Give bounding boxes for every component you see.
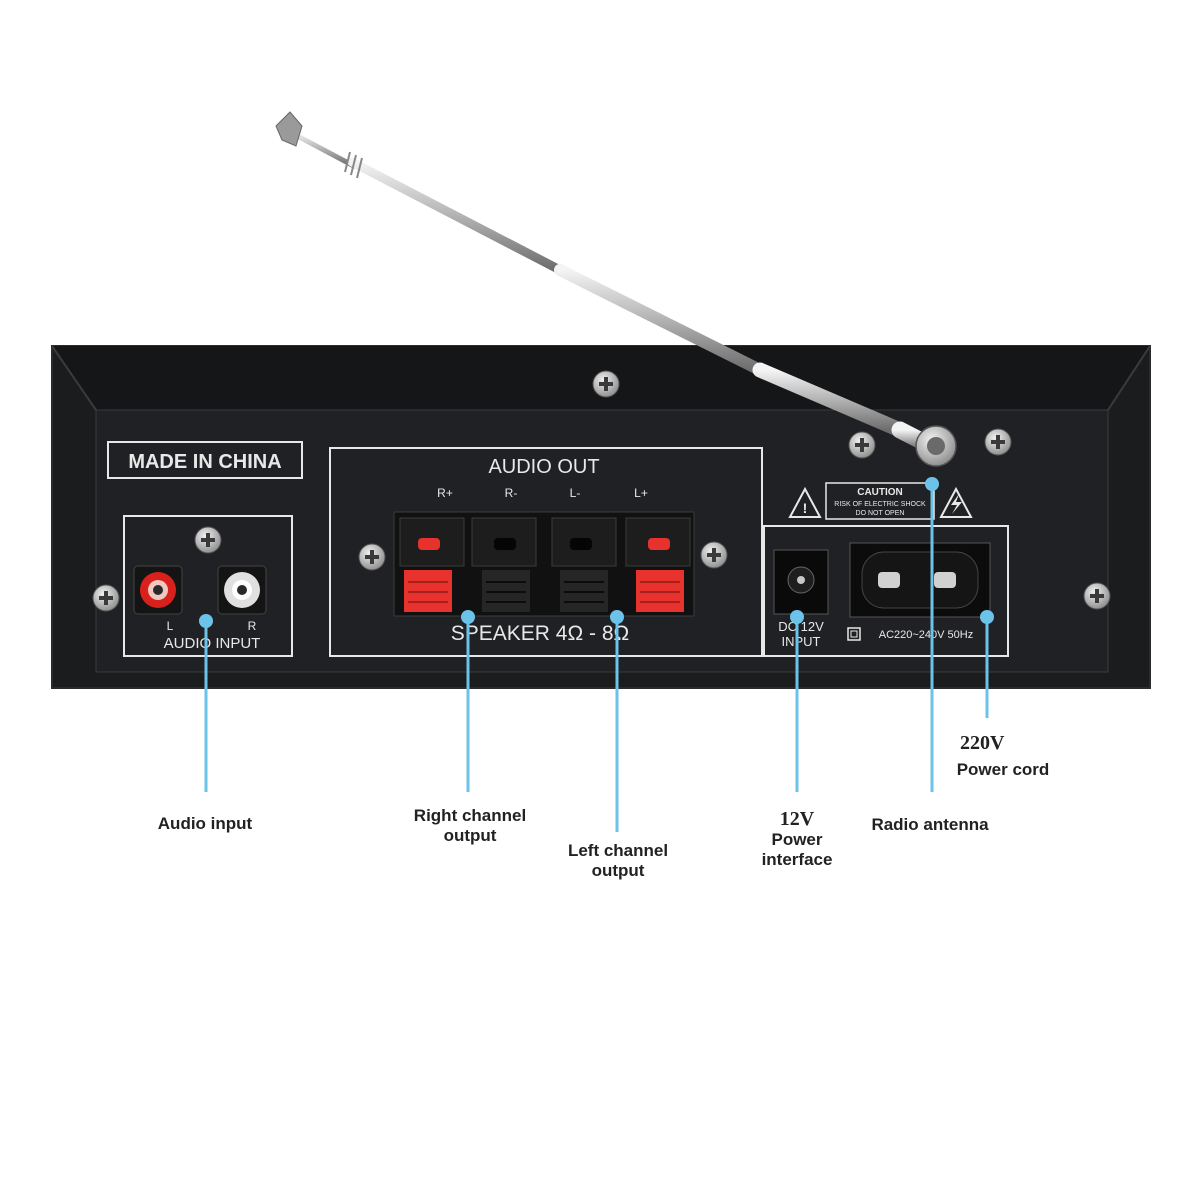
leader-lines xyxy=(199,477,994,832)
rca-left-jack[interactable] xyxy=(133,565,183,615)
svg-text:!: ! xyxy=(803,500,808,516)
caution-title: CAUTION xyxy=(857,487,903,498)
terminal-r-plus[interactable] xyxy=(399,517,465,612)
speaker-right-screw-icon xyxy=(700,541,728,569)
made-in-text: MADE IN CHINA xyxy=(128,451,281,473)
antenna-right-screw-icon xyxy=(984,428,1012,456)
dc-label-1: DC 12V xyxy=(778,619,824,634)
audio-out-block: AUDIO OUT R+ R- L- L+ xyxy=(329,447,763,657)
callout-audio-input: Audio input xyxy=(130,814,280,834)
audio-input-panel-label: AUDIO INPUT xyxy=(164,635,261,652)
radio-antenna xyxy=(275,111,957,467)
callout-radio-antenna: Radio antenna xyxy=(855,815,1005,835)
terminal-label-r-minus: R- xyxy=(505,486,518,500)
callout-12v-value: 12V xyxy=(779,808,815,830)
right-screw-icon xyxy=(1083,582,1111,610)
callout-12v-line-2: interface xyxy=(761,850,833,869)
input-right-label: R xyxy=(248,619,257,633)
callout-12v-power: 12V Power interface xyxy=(737,808,857,870)
antenna-left-screw-icon xyxy=(848,431,876,459)
audio-out-title: AUDIO OUT xyxy=(488,456,599,478)
terminal-label-r-plus: R+ xyxy=(437,486,453,500)
terminal-label-l-plus: L+ xyxy=(634,486,648,500)
callout-power-cord-text: Power cord xyxy=(956,760,1050,779)
audio-input-block: L R AUDIO INPUT xyxy=(123,515,293,657)
dc-12v-jack[interactable] xyxy=(773,549,829,615)
callout-right-channel: Right channel output xyxy=(390,806,550,846)
speaker-impedance-label: SPEAKER 4Ω - 8Ω xyxy=(451,622,629,645)
callout-left-channel-line-2: output xyxy=(591,861,645,880)
dc-label-2: INPUT xyxy=(782,634,821,649)
rca-screw-icon xyxy=(194,526,222,554)
ac-power-socket[interactable] xyxy=(849,542,991,618)
terminal-l-minus[interactable] xyxy=(551,517,617,612)
caution-line-1: RISK OF ELECTRIC SHOCK xyxy=(834,501,926,508)
callout-left-channel: Left channel output xyxy=(538,841,698,881)
callout-left-channel-line-1: Left channel xyxy=(567,841,669,860)
callout-audio-input-text: Audio input xyxy=(157,814,253,833)
callout-12v-line-1: Power xyxy=(771,830,823,849)
callout-right-channel-line-1: Right channel xyxy=(413,806,527,825)
speaker-left-screw-icon xyxy=(358,543,386,571)
callout-220v-value: 220V xyxy=(960,732,1005,754)
made-in-box xyxy=(107,441,303,479)
terminal-label-l-minus: L- xyxy=(570,486,581,500)
callout-power-cord: 220V Power cord xyxy=(928,732,1078,780)
input-left-label: L xyxy=(167,619,174,633)
caution-line-2: DO NOT OPEN xyxy=(856,510,905,517)
top-screw-icon xyxy=(592,370,620,398)
callout-right-channel-line-2: output xyxy=(443,826,497,845)
terminal-l-plus[interactable] xyxy=(625,517,691,612)
ac-rating-label: AC220~240V 50Hz xyxy=(879,629,973,641)
caution-label: ! CAUTION RISK OF ELECTRIC SHOCK DO NOT … xyxy=(788,482,973,520)
power-block: DC 12V INPUT AC220~240V 50Hz xyxy=(763,525,1009,657)
left-screw-icon xyxy=(92,584,120,612)
rca-right-jack[interactable] xyxy=(217,565,267,615)
callout-radio-antenna-text: Radio antenna xyxy=(871,815,989,834)
terminal-r-minus[interactable] xyxy=(471,517,537,612)
